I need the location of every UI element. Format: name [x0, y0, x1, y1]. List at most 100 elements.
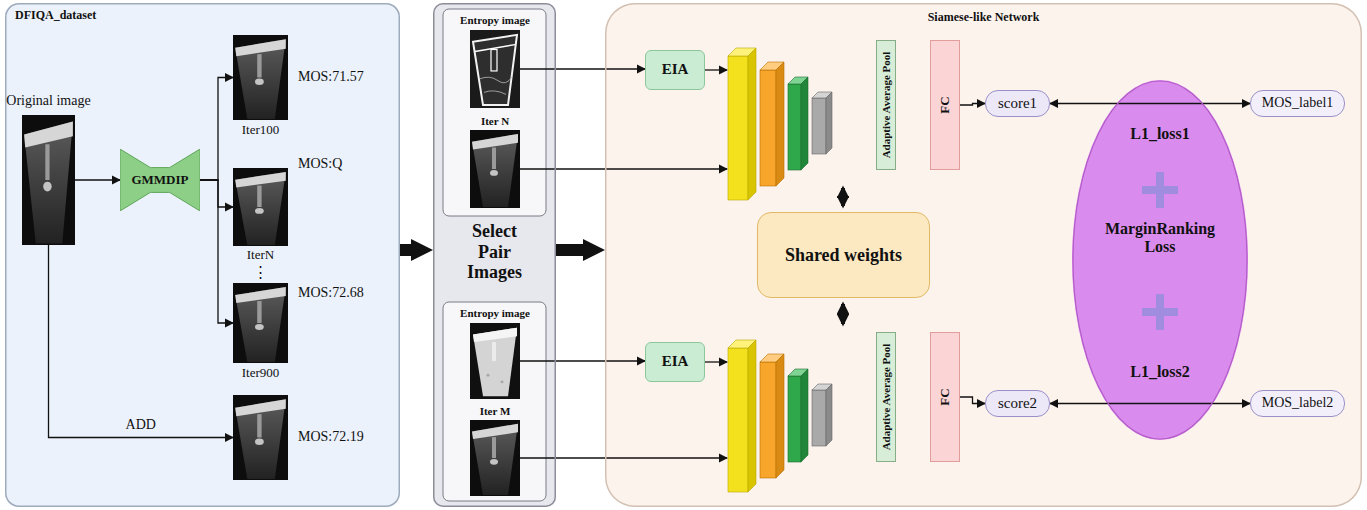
node-text: EIA: [662, 61, 689, 78]
image-thumbnail: [233, 283, 288, 363]
node-text: Adaptive Average Pool: [880, 52, 893, 159]
group-panel: DFIQA_datasetOriginal imageGMMDIPMOS:71.…: [5, 3, 400, 507]
layer-box: Adaptive Average Pool: [876, 332, 896, 462]
loss-ellipse: L1_loss1MarginRanking LossL1_loss2: [1072, 80, 1248, 440]
node-text: MOS:72.68: [298, 285, 364, 301]
network-block: GMMDIP: [120, 149, 200, 211]
panel-fill: [433, 3, 556, 507]
layer-box: Adaptive Average Pool: [876, 40, 896, 170]
image-thumbnail: Iter M: [470, 420, 520, 496]
node-text: Iter100: [242, 123, 280, 138]
process-box: EIA: [645, 342, 705, 382]
connector: [49, 245, 234, 438]
node-text: MOS:71.57: [298, 69, 364, 85]
connector: [960, 104, 985, 106]
node-text: Adaptive Average Pool: [880, 344, 893, 451]
feed-arrow: [705, 69, 727, 70]
node-text: EIA: [662, 353, 689, 370]
image-thumbnail: [470, 30, 520, 108]
connector: [520, 360, 645, 361]
node-text: score2: [998, 395, 1037, 412]
node-text: MOS_label2: [1262, 395, 1334, 411]
edge-label: ADD: [124, 417, 158, 433]
flow-arrow: [556, 244, 583, 256]
node-text: Iter900: [242, 366, 280, 381]
feed-arrow: [705, 361, 727, 362]
node-text: L1_loss2: [1130, 363, 1190, 381]
connector: [75, 179, 120, 180]
image-thumbnail: Entropy image: [470, 30, 520, 108]
image-thumbnail: Original image: [22, 115, 75, 245]
pair-frame: [443, 302, 546, 501]
plus-symbol: [1156, 172, 1164, 208]
node-text: Entropy image: [460, 307, 530, 320]
flow-arrow: [400, 244, 411, 256]
cnn-stack: [728, 340, 832, 492]
image-thumbnail: Entropy image: [470, 323, 520, 399]
image-thumbnail: [470, 323, 520, 399]
feed-arrow: [520, 70, 727, 458]
node-text: Iter M: [480, 405, 511, 418]
node-text: MOS_label1: [1262, 95, 1334, 111]
feed-arrow: [520, 457, 727, 458]
connector: [520, 68, 645, 69]
ellipse-outline: [1073, 81, 1247, 439]
process-box: EIA: [645, 50, 705, 90]
panel-fill: [5, 3, 400, 507]
connector-group: [49, 69, 1251, 438]
feed-arrow: [520, 168, 727, 169]
panel-fill: [605, 3, 1362, 507]
image-thumbnail: [470, 130, 520, 208]
process-box: score1: [985, 90, 1050, 117]
image-thumbnail: [22, 115, 75, 245]
image-thumbnail: [233, 168, 288, 246]
loss-ellipse-fill: [1072, 80, 1248, 440]
loss-ellipse-fill: [1072, 80, 1248, 440]
layer-box: FC: [930, 40, 960, 170]
node-text: MOS:Q: [298, 156, 342, 172]
shared-weight-arrow: [841, 304, 845, 324]
ellipsis-mark: ⋮: [253, 265, 268, 280]
node-text: MarginRanking Loss: [1095, 220, 1225, 257]
node-text: MOS:72.19: [298, 429, 364, 445]
connector: [200, 180, 233, 323]
image-thumbnail: MOS:72.19: [233, 395, 288, 480]
connector: [1050, 103, 1250, 104]
node-text: score1: [998, 95, 1037, 112]
image-thumbnail: [233, 35, 288, 120]
plus-symbol: [1156, 294, 1164, 330]
node-text: IterN: [247, 248, 274, 263]
group-panel: Select Pair ImagesEntropy imageIter NEnt…: [433, 3, 556, 507]
node-text: GMMDIP: [131, 173, 188, 188]
image-thumbnail: Iter N: [470, 130, 520, 208]
connector: [200, 180, 233, 207]
node-text: Entropy image: [460, 14, 530, 27]
network-shape: [120, 149, 200, 211]
process-box: Shared weights: [757, 212, 930, 298]
layer-box: FC: [930, 332, 960, 462]
pair-frame: [443, 9, 546, 501]
process-box: MOS_label1: [1250, 90, 1345, 117]
process-box: MOS_label2: [1250, 390, 1345, 417]
image-thumbnail: MOS:71.57Iter100: [233, 35, 288, 120]
image-thumbnail: MOS:QIterN: [233, 168, 288, 246]
node-text: Shared weights: [785, 245, 902, 266]
pair-frame: [443, 9, 546, 216]
connector: [960, 397, 985, 404]
image-thumbnail: MOS:72.68Iter900: [233, 283, 288, 363]
node-text: Iter N: [481, 115, 509, 128]
node-text: FC: [938, 96, 953, 113]
node-text: Original image: [6, 93, 90, 109]
panel-fill: [5, 3, 1362, 507]
node-text: L1_loss1: [1130, 125, 1190, 143]
node-text: DFIQA_dataset: [15, 9, 96, 23]
shared-weight-arrow: [841, 188, 845, 206]
node-text: Select Pair Images: [458, 221, 532, 283]
process-box: score2: [985, 390, 1050, 417]
image-thumbnail: [470, 420, 520, 496]
connector: [200, 78, 233, 181]
node-text: Siamese-like Network: [928, 11, 1040, 25]
cnn-stack: [728, 48, 832, 200]
node-text: FC: [938, 388, 953, 405]
